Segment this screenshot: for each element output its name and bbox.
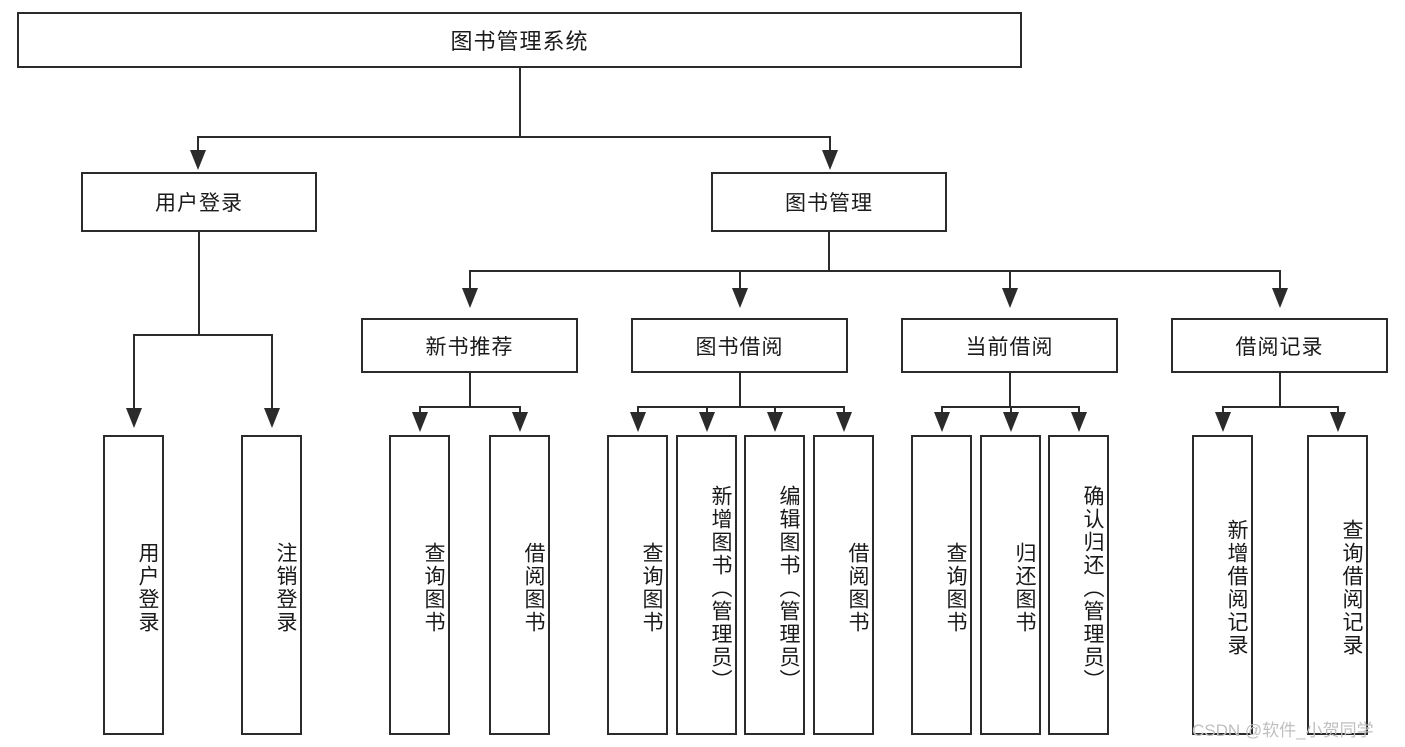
node-label: 归还图书 [1013, 542, 1036, 634]
edge-bm-to-book-borrow [739, 270, 741, 292]
edge-root-bus [197, 136, 831, 138]
node-label: 新书推荐 [425, 335, 514, 359]
edge-user-login-bus [133, 334, 272, 336]
edge-borrow-record-stem [1279, 373, 1281, 408]
edge-nb-to-leaf-2 [519, 406, 521, 416]
arrow-down-icon [699, 412, 715, 432]
leaf-return-book[interactable]: 归还图书 [980, 435, 1041, 735]
node-label: 查询图书 [640, 542, 663, 634]
edge-borrow-record-bus [1222, 406, 1339, 408]
edge-bb-to-leaf-3 [774, 406, 776, 416]
arrow-down-icon [1272, 288, 1288, 308]
node-label: 图书管理系统 [450, 29, 589, 54]
edge-bb-to-leaf-1 [637, 406, 639, 416]
edge-bm-to-current-borrow [1009, 270, 1011, 292]
leaf-query-book-nb[interactable]: 查询图书 [389, 435, 450, 735]
leaf-query-book-bb[interactable]: 查询图书 [607, 435, 668, 735]
edge-current-borrow-stem [1009, 373, 1011, 408]
node-label: 当前借阅 [965, 335, 1054, 359]
arrow-down-icon [836, 412, 852, 432]
arrow-down-icon [412, 412, 428, 432]
node-label: 图书管理 [785, 192, 873, 215]
leaf-edit-book-admin[interactable]: 编辑图书（管理员） [744, 435, 805, 735]
node-label: 图书借阅 [695, 335, 784, 359]
leaf-query-borrow-record[interactable]: 查询借阅记录 [1307, 435, 1368, 735]
arrow-down-icon [512, 412, 528, 432]
edge-bb-to-leaf-4 [843, 406, 845, 416]
arrow-down-icon [190, 150, 206, 170]
edge-bb-to-leaf-2 [706, 406, 708, 416]
arrow-down-icon [822, 150, 838, 170]
edge-book-borrow-bus [637, 406, 845, 408]
edge-user-login-to-leaf-2 [271, 334, 273, 412]
edge-root-to-user-login [197, 136, 199, 154]
node-label: 编辑图书（管理员） [777, 484, 800, 692]
leaf-add-book-admin[interactable]: 新增图书（管理员） [676, 435, 737, 735]
edge-new-book-bus [419, 406, 521, 408]
node-user-login[interactable]: 用户登录 [81, 172, 317, 232]
leaf-query-book-cb[interactable]: 查询图书 [911, 435, 972, 735]
arrow-down-icon [264, 408, 280, 428]
arrow-down-icon [1002, 288, 1018, 308]
node-label: 借阅记录 [1235, 335, 1324, 359]
edge-bm-to-new-book [469, 270, 471, 292]
node-label: 新增借阅记录 [1225, 519, 1248, 657]
node-new-book-recommend[interactable]: 新书推荐 [361, 318, 578, 373]
node-book-management[interactable]: 图书管理 [711, 172, 947, 232]
leaf-user-login[interactable]: 用户登录 [103, 435, 164, 735]
node-label: 借阅图书 [846, 542, 869, 634]
leaf-add-borrow-record[interactable]: 新增借阅记录 [1192, 435, 1253, 735]
node-label: 查询图书 [422, 542, 445, 634]
edge-book-management-bus [469, 270, 1281, 272]
leaf-confirm-return-admin[interactable]: 确认归还（管理员） [1048, 435, 1109, 735]
arrow-down-icon [1071, 412, 1087, 432]
node-book-borrow[interactable]: 图书借阅 [631, 318, 848, 373]
node-root-book-management-system[interactable]: 图书管理系统 [17, 12, 1022, 68]
arrow-down-icon [767, 412, 783, 432]
node-current-borrow[interactable]: 当前借阅 [901, 318, 1118, 373]
leaf-borrow-book-bb[interactable]: 借阅图书 [813, 435, 874, 735]
arrow-down-icon [1003, 412, 1019, 432]
edge-bm-to-borrow-record [1279, 270, 1281, 292]
edge-root-stem [519, 68, 521, 137]
node-label: 借阅图书 [522, 542, 545, 634]
node-label: 确认归还（管理员） [1081, 484, 1104, 692]
arrow-down-icon [126, 408, 142, 428]
arrow-down-icon [462, 288, 478, 308]
edge-cb-to-leaf-2 [1010, 406, 1012, 416]
node-label: 查询图书 [944, 542, 967, 634]
node-label: 查询借阅记录 [1340, 519, 1363, 657]
edge-br-to-leaf-2 [1337, 406, 1339, 416]
edge-user-login-to-leaf-1 [133, 334, 135, 412]
arrow-down-icon [630, 412, 646, 432]
edge-new-book-stem [469, 373, 471, 408]
node-label: 新增图书（管理员） [709, 484, 732, 692]
arrow-down-icon [934, 412, 950, 432]
node-label: 用户登录 [155, 192, 243, 215]
edge-book-management-stem [828, 232, 830, 271]
edge-user-login-stem [198, 232, 200, 335]
node-borrow-record[interactable]: 借阅记录 [1171, 318, 1388, 373]
node-label: 注销登录 [274, 542, 297, 634]
edge-book-borrow-stem [739, 373, 741, 408]
arrow-down-icon [732, 288, 748, 308]
edge-br-to-leaf-1 [1222, 406, 1224, 416]
edge-root-to-book-management [829, 136, 831, 154]
edge-nb-to-leaf-1 [419, 406, 421, 416]
edge-cb-to-leaf-1 [941, 406, 943, 416]
edge-cb-to-leaf-3 [1078, 406, 1080, 416]
leaf-logout[interactable]: 注销登录 [241, 435, 302, 735]
leaf-borrow-book-nb[interactable]: 借阅图书 [489, 435, 550, 735]
arrow-down-icon [1330, 412, 1346, 432]
node-label: 用户登录 [136, 542, 159, 634]
arrow-down-icon [1215, 412, 1231, 432]
